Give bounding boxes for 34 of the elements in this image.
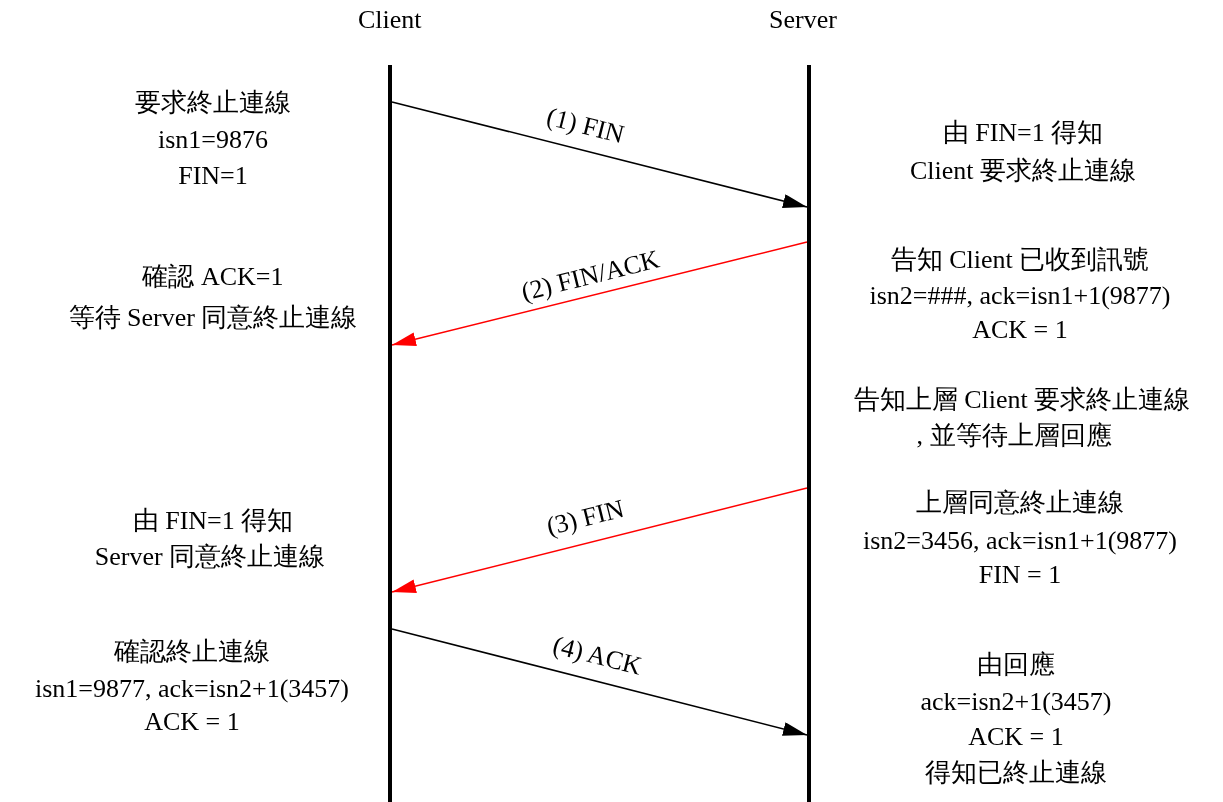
edge-label: (4) ACK xyxy=(549,631,645,681)
note-text: isn1=9876 xyxy=(158,125,268,155)
note-text: 得知已終止連線 xyxy=(925,758,1107,788)
note-text: 要求終止連線 xyxy=(135,88,291,118)
note-text: ack=isn2+1(3457) xyxy=(920,687,1112,717)
note-text: , 並等待上層回應 xyxy=(916,421,1112,451)
note-text: ACK = 1 xyxy=(972,315,1068,345)
arrow xyxy=(391,101,808,211)
edge-label: (2) FIN/ACK xyxy=(518,245,662,307)
arrow xyxy=(391,628,808,739)
note-text: isn2=###, ack=isn1+1(9877) xyxy=(869,281,1171,311)
edge-label: (3) FIN xyxy=(543,494,627,542)
note-text: FIN=1 xyxy=(178,161,248,191)
note-text: FIN = 1 xyxy=(978,560,1062,590)
arrow xyxy=(391,241,808,349)
lifeline-header: Server xyxy=(769,5,837,35)
note-text: ACK = 1 xyxy=(968,722,1064,752)
note-text: 確認終止連線 xyxy=(114,637,270,667)
note-text: 等待 Server 同意終止連線 xyxy=(68,303,358,333)
note-text: Server 同意終止連線 xyxy=(94,542,326,572)
note-text: Client 要求終止連線 xyxy=(909,156,1137,186)
edge-label: (1) FIN xyxy=(543,102,627,150)
note-text: isn2=3456, ack=isn1+1(9877) xyxy=(862,526,1178,556)
note-text: 告知上層 Client 要求終止連線 xyxy=(853,385,1191,415)
lifeline-header: Client xyxy=(358,5,422,35)
note-text: ACK = 1 xyxy=(144,707,240,737)
note-text: 上層同意終止連線 xyxy=(916,488,1124,518)
arrow xyxy=(391,487,808,596)
note-text: 由 FIN=1 得知 xyxy=(942,118,1104,148)
note-text: 由 FIN=1 得知 xyxy=(132,506,294,536)
note-text: isn1=9877, ack=isn2+1(3457) xyxy=(34,674,350,704)
note-text: 告知 Client 已收到訊號 xyxy=(890,245,1150,275)
note-text: 確認 ACK=1 xyxy=(142,262,284,292)
note-text: 由回應 xyxy=(977,650,1055,680)
